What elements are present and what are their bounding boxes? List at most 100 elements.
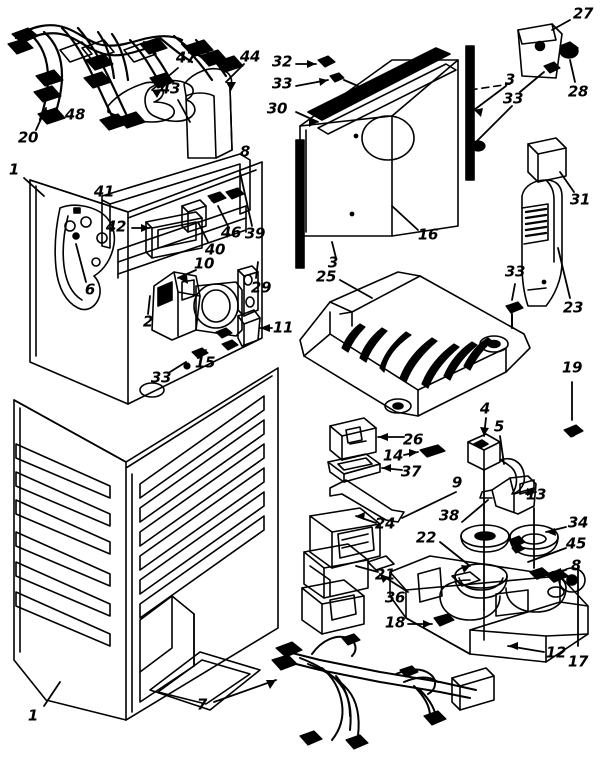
callout-2[interactable]: 2 — [142, 312, 154, 331]
part-23-light-cover — [521, 179, 563, 307]
callout-26[interactable]: 26 — [402, 430, 424, 449]
callout-10[interactable]: 10 — [193, 254, 215, 273]
callout-8-upper[interactable]: 8 — [239, 142, 251, 161]
leader-9 — [401, 491, 457, 519]
callout-33-c[interactable]: 33 — [502, 89, 524, 108]
callout-33-b[interactable]: 33 — [150, 368, 172, 387]
callout-48[interactable]: 48 — [64, 105, 86, 124]
callout-32[interactable]: 32 — [271, 52, 293, 71]
callout-37[interactable]: 37 — [400, 462, 422, 481]
callout-22[interactable]: 22 — [415, 528, 437, 547]
part-21-cover-a — [303, 543, 369, 599]
callout-36[interactable]: 36 — [384, 588, 406, 607]
callout-27[interactable]: 27 — [572, 4, 594, 23]
part-22-cups — [454, 524, 510, 599]
callout-30[interactable]: 30 — [266, 99, 288, 118]
callout-1-upper[interactable]: 1 — [8, 160, 20, 179]
part-7-connectors — [271, 633, 447, 750]
callout-40[interactable]: 40 — [204, 240, 226, 259]
callout-7[interactable]: 7 — [196, 695, 208, 714]
callout-14[interactable]: 14 — [382, 446, 404, 465]
callout-29[interactable]: 29 — [250, 278, 272, 297]
arrowhead-24 — [356, 512, 365, 520]
arrowhead-44 — [226, 82, 236, 91]
callout-34[interactable]: 34 — [567, 513, 589, 532]
arrowhead-32 — [307, 60, 316, 68]
part-37-plate — [327, 453, 381, 483]
callout-31[interactable]: 31 — [569, 190, 591, 209]
arrowhead-26 — [378, 433, 388, 441]
liner-floor-well — [149, 651, 261, 711]
callout-15[interactable]: 15 — [194, 353, 216, 372]
part-25-vanes — [341, 323, 493, 389]
part-32-fastener — [317, 55, 336, 68]
leader-10 — [177, 269, 197, 279]
leader-39 — [239, 171, 253, 227]
callout-41[interactable]: 41 — [93, 182, 115, 201]
callout-24[interactable]: 24 — [374, 514, 396, 533]
leader-40 — [197, 221, 209, 243]
part-33-screw-top — [329, 72, 359, 87]
part-33-screw-pan — [505, 301, 524, 329]
part-4-valve-body — [467, 433, 501, 471]
liner-shelf-ribs-right — [139, 395, 265, 619]
callout-18[interactable]: 18 — [384, 613, 406, 632]
part-47-insulation — [107, 81, 175, 123]
leader-33-pan — [511, 283, 516, 301]
callout-45[interactable]: 45 — [565, 534, 587, 553]
part-18-clip — [433, 613, 455, 627]
arrowhead-47 — [152, 89, 162, 98]
leader-27 — [551, 19, 571, 31]
part-33-grommet-liner — [139, 382, 165, 398]
callout-5[interactable]: 5 — [493, 417, 505, 436]
callout-9[interactable]: 9 — [451, 473, 463, 492]
callout-17[interactable]: 17 — [567, 652, 589, 671]
leader-30 — [295, 111, 319, 123]
leader-44 — [225, 63, 245, 83]
callout-44[interactable]: 44 — [239, 47, 261, 66]
callout-33-d[interactable]: 33 — [504, 262, 526, 281]
part-28-grommet — [559, 41, 579, 59]
callout-6[interactable]: 6 — [84, 280, 96, 299]
callout-4[interactable]: 4 — [479, 399, 491, 418]
callout-16[interactable]: 16 — [417, 225, 439, 244]
leader-2 — [147, 295, 151, 315]
harness-connector-outlines — [59, 39, 157, 63]
callout-1-lower[interactable]: 1 — [27, 706, 39, 725]
part-23-hatching — [524, 207, 548, 238]
alignment-dashes — [469, 83, 511, 91]
callout-42[interactable]: 42 — [105, 217, 127, 236]
part-29-bracket — [237, 265, 259, 317]
evap-coil-assembly — [101, 153, 251, 279]
part-27-bracket — [517, 23, 563, 79]
callout-39[interactable]: 39 — [244, 224, 266, 243]
leader-33-right — [519, 71, 545, 93]
part-5-clip — [499, 458, 526, 495]
leader-33-lower — [475, 105, 513, 143]
callout-21[interactable]: 21 — [374, 565, 396, 584]
callout-28[interactable]: 28 — [567, 82, 589, 101]
part-42-grille — [145, 211, 203, 259]
arrowhead-20 — [39, 108, 50, 115]
callout-3-b[interactable]: 3 — [327, 253, 339, 272]
part-11-clip — [237, 309, 261, 347]
callout-20[interactable]: 20 — [17, 128, 39, 147]
callout-12[interactable]: 12 — [545, 643, 567, 662]
callout-38[interactable]: 38 — [438, 506, 460, 525]
callout-23[interactable]: 23 — [562, 298, 584, 317]
callout-8-lower[interactable]: 8 — [570, 556, 582, 575]
callout-33-a[interactable]: 33 — [271, 74, 293, 93]
leader-45 — [527, 547, 567, 563]
callout-25[interactable]: 25 — [315, 267, 337, 286]
callout-46[interactable]: 46 — [220, 223, 242, 242]
part-24-housing — [309, 507, 381, 569]
callout-19[interactable]: 19 — [561, 358, 583, 377]
callout-13[interactable]: 13 — [525, 485, 547, 504]
callout-43[interactable]: 43 — [159, 79, 181, 98]
callout-47[interactable]: 47 — [175, 48, 197, 67]
arrowhead-3-top — [474, 108, 483, 117]
callout-3-a[interactable]: 3 — [504, 70, 516, 89]
callout-11[interactable]: 11 — [272, 318, 294, 337]
